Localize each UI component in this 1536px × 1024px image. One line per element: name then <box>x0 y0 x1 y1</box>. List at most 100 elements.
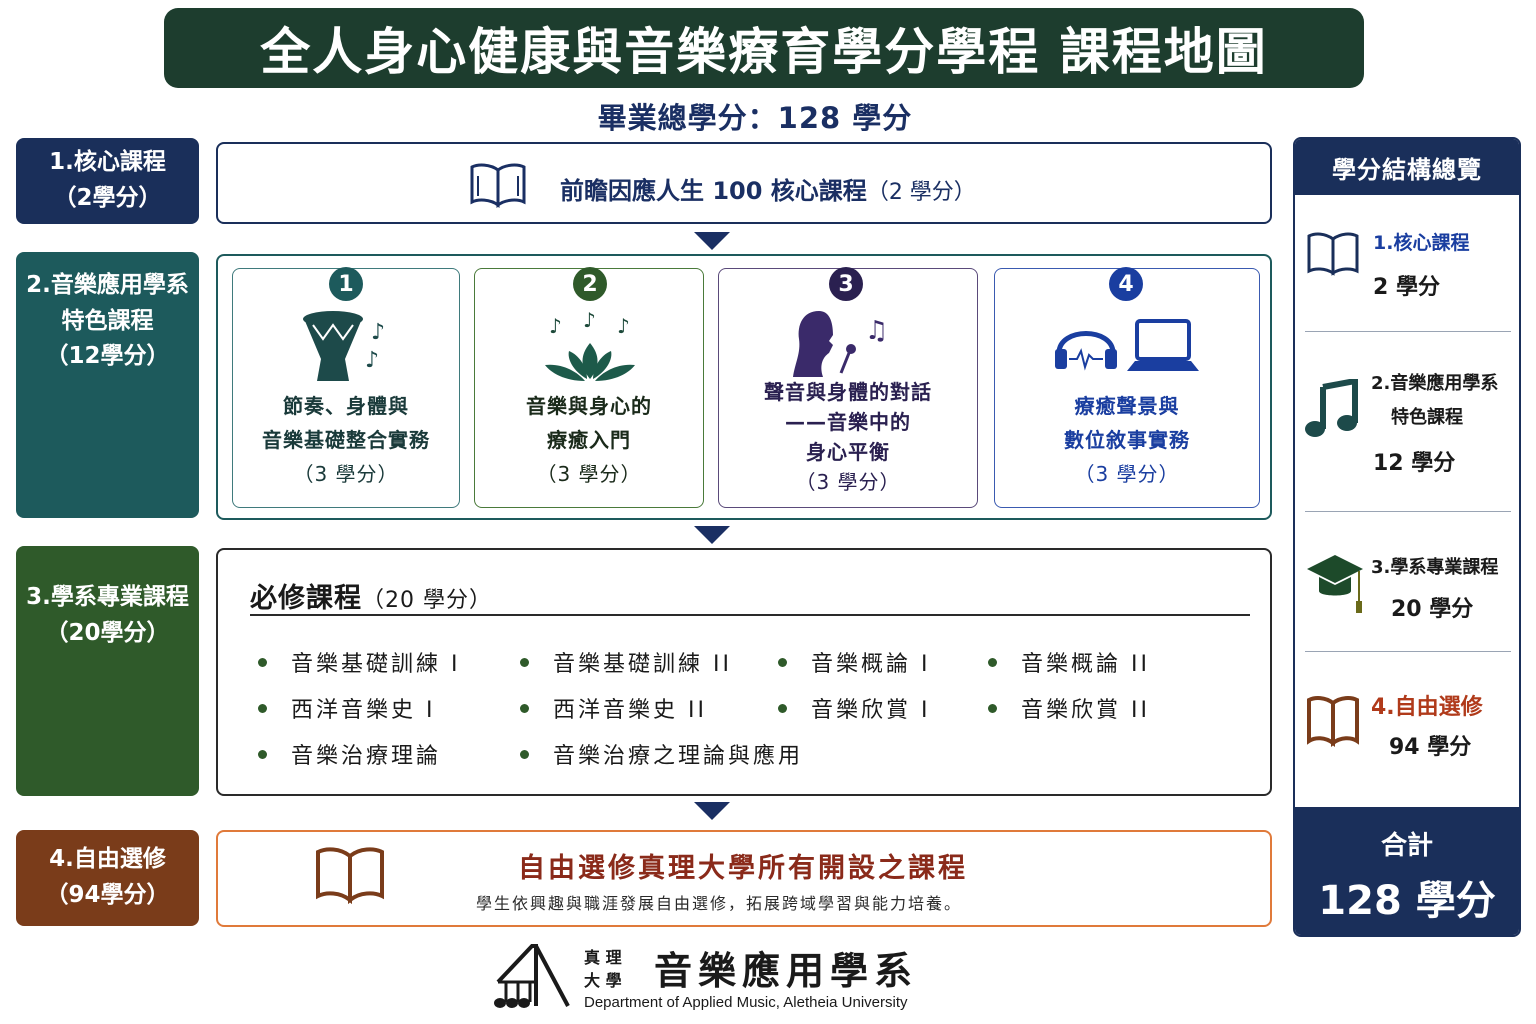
singing-person-icon: ♫ <box>789 305 909 387</box>
card-line: 聲音與身體的對話 <box>764 380 932 404</box>
svg-text:♪: ♪ <box>365 348 379 373</box>
section-label-line: 1.核心課程 <box>49 149 166 176</box>
svg-text:♪: ♪ <box>549 314 562 338</box>
list-item: 音樂概論 I <box>778 646 930 678</box>
card-line: （3 學分） <box>293 462 399 486</box>
section-label-line: 3.學系專業課程 <box>26 584 189 610</box>
summary-item-name: 2.音樂應用學系 特色課程 <box>1371 373 1499 429</box>
section-label-feature: 2.音樂應用學系 特色課程 （12學分） <box>16 252 199 518</box>
section-label-line: 4.自由選修 <box>49 846 166 873</box>
total-value: 128 學分 <box>1318 878 1496 924</box>
card-line: 音樂基礎整合實務 <box>262 428 430 452</box>
card-line: 數位敘事實務 <box>1064 428 1190 452</box>
lotus-icon: ♪ ♪ ♪ <box>535 307 645 391</box>
core-course-box: 前瞻因應人生 100 核心課程（2 學分） <box>216 142 1272 224</box>
summary-total: 合計 128 學分 <box>1295 807 1519 935</box>
department-name-en: Department of Applied Music, Aletheia Un… <box>584 994 908 1011</box>
feature-course-card-1: 1 ♪ ♪ 節奏、身體與 音樂基礎整合實務 （3 學分） <box>232 267 460 508</box>
number-badge: 2 <box>573 267 607 301</box>
bullet-icon <box>520 657 529 667</box>
section-label-elective: 4.自由選修 （94學分） <box>16 830 199 926</box>
graduation-cap-icon <box>1305 551 1365 621</box>
bullet-icon <box>778 657 787 667</box>
elective-title: 自由選修真理大學所有開設之課程 <box>518 853 968 884</box>
down-arrow-icon <box>694 802 730 820</box>
card-line: 療癒聲景與 <box>1074 394 1180 418</box>
credit-summary-panel: 學分結構總覽 1.核心課程 2 學分 2.音樂應用學系 特色課程 12 學分 <box>1293 137 1521 937</box>
feature-course-card-2: 2 ♪ ♪ ♪ 音樂與身心的 療癒入門 （3 學分） <box>474 267 704 508</box>
elective-desc: 學生依興趣與職涯發展自由選修，拓展跨域學習與能力培養。 <box>476 894 963 913</box>
bullet-icon <box>520 749 529 759</box>
divider <box>1305 511 1511 512</box>
section-label-professional: 3.學系專業課程 （20學分） <box>16 546 199 796</box>
total-label: 合計 <box>1380 831 1433 861</box>
section-label-line: （2學分） <box>53 185 162 211</box>
title-banner: 全人身心健康與音樂療育學分學程 課程地圖 <box>164 8 1364 88</box>
total-credits-line: 畢業總學分：128 學分 <box>597 101 913 135</box>
book-icon <box>1305 231 1361 281</box>
feature-course-box: 1 ♪ ♪ 節奏、身體與 音樂基礎整合實務 （3 學分） 2 ♪ ♪ ♪ <box>216 254 1272 520</box>
required-course-box: 必修課程（20 學分） 音樂基礎訓練 I 音樂基礎訓練 II 音樂概論 I 音樂… <box>216 548 1272 796</box>
feature-course-card-3: 3 ♫ 聲音與身體的對話 ——音樂中的 身心平衡 （3 學分） <box>718 267 978 508</box>
bullet-icon <box>258 657 267 667</box>
summary-item-credit: 94 學分 <box>1389 735 1472 760</box>
svg-text:♫: ♫ <box>865 316 888 346</box>
department-logo: 真 理 大 學 音樂應用學系 Department of Applied Mus… <box>488 940 1008 1020</box>
number-badge: 4 <box>1109 267 1143 301</box>
card-line: 節奏、身體與 <box>283 394 409 418</box>
summary-title: 學分結構總覽 <box>1295 139 1519 195</box>
list-item: 西洋音樂史 II <box>520 692 707 724</box>
list-item: 音樂基礎訓練 I <box>258 646 460 678</box>
section-label-line: （94學分） <box>45 882 170 908</box>
list-item: 音樂欣賞 I <box>778 692 930 724</box>
summary-item-name: 1.核心課程 <box>1373 232 1470 254</box>
bullet-icon <box>258 703 267 713</box>
university-abbr: 真 理 大 學 <box>584 948 622 991</box>
list-item: 音樂治療理論 <box>258 738 441 770</box>
card-line: 身心平衡 <box>806 440 890 464</box>
card-line: 音樂與身心的 <box>526 394 652 418</box>
bullet-icon <box>778 703 787 713</box>
logo-mark-icon <box>488 942 572 1014</box>
bullet-icon <box>988 703 997 713</box>
card-line: （3 學分） <box>795 470 901 494</box>
required-title: 必修課程（20 學分） <box>250 583 492 614</box>
music-note-icon <box>1305 377 1361 443</box>
summary-item-name: 3.學系專業課程 <box>1371 557 1499 578</box>
bullet-icon <box>520 703 529 713</box>
elective-box: 自由選修真理大學所有開設之課程 學生依興趣與職涯發展自由選修，拓展跨域學習與能力… <box>216 830 1272 927</box>
card-line: （3 學分） <box>1074 462 1180 486</box>
list-item: 音樂欣賞 II <box>988 692 1150 724</box>
department-name: 音樂應用學系 <box>654 948 919 993</box>
book-icon <box>468 162 528 214</box>
card-line: （3 學分） <box>536 462 642 486</box>
list-item: 音樂基礎訓練 II <box>520 646 732 678</box>
summary-item-credit: 20 學分 <box>1391 597 1474 622</box>
feature-course-card-4: 4 療癒聲景與 數位敘事實務 （3 學分） <box>994 267 1260 508</box>
svg-text:♪: ♪ <box>371 320 385 345</box>
core-course-name: 前瞻因應人生 100 核心課程（2 學分） <box>560 176 976 205</box>
section-label-line: （20學分） <box>45 619 170 646</box>
section-label-line: 特色課程 <box>61 307 154 334</box>
section-label-core: 1.核心課程 （2學分） <box>16 138 199 224</box>
divider <box>250 614 1250 616</box>
down-arrow-icon <box>694 232 730 250</box>
divider <box>1305 651 1511 652</box>
summary-item-name: 4.自由選修 <box>1371 695 1483 720</box>
card-line: 療癒入門 <box>547 428 631 452</box>
bullet-icon <box>988 657 997 667</box>
drum-icon: ♪ ♪ <box>299 309 399 393</box>
svg-text:♪: ♪ <box>617 314 630 338</box>
page-title: 全人身心健康與音樂療育學分學程 課程地圖 <box>260 23 1268 81</box>
section-label-line: （12學分） <box>45 343 170 370</box>
list-item: 音樂概論 II <box>988 646 1150 678</box>
bullet-icon <box>258 749 267 759</box>
svg-text:♪: ♪ <box>583 308 596 332</box>
number-badge: 1 <box>329 267 363 301</box>
headphones-laptop-icon <box>1053 313 1203 383</box>
card-line: ——音樂中的 <box>785 410 911 434</box>
summary-item-credit: 12 學分 <box>1373 451 1456 476</box>
section-label-line: 2.音樂應用學系 <box>26 272 189 298</box>
list-item: 音樂治療之理論與應用 <box>520 738 803 770</box>
book-icon <box>314 846 386 912</box>
